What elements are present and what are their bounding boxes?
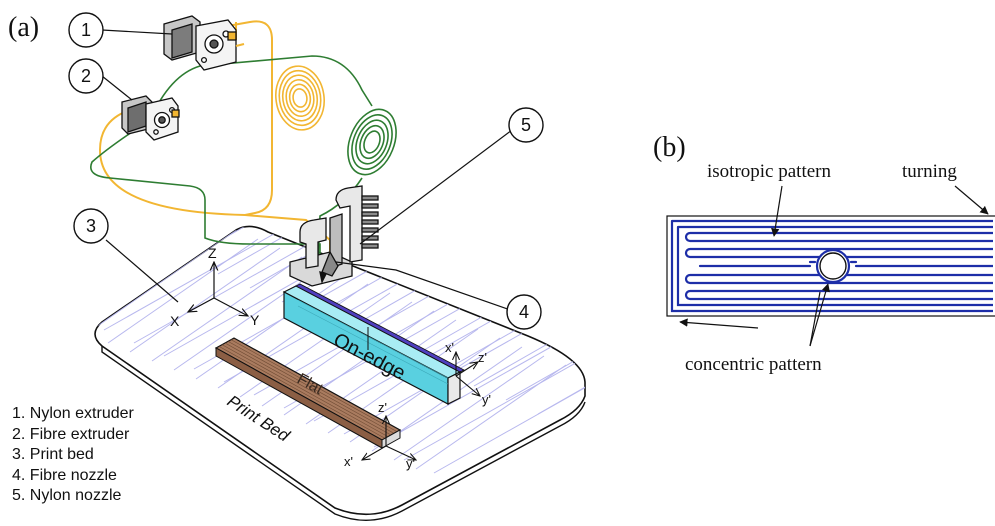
pattern-arrows [679, 185, 989, 347]
callout-leaders [101, 29, 517, 313]
legend: 1. Nylon extruder 2. Fibre extruder 3. P… [12, 404, 134, 507]
flat-axis-z: z' [378, 400, 387, 415]
flat-specimen: Flat [214, 337, 402, 449]
axis-y-main: Y [250, 312, 260, 328]
fibre-extruder [121, 95, 180, 141]
onedge-axis-y: y' [482, 392, 491, 407]
fibre-coil [347, 108, 397, 176]
panel-a-label: (a) [8, 12, 39, 43]
svg-text:4: 4 [519, 302, 529, 322]
svg-text:1: 1 [81, 20, 91, 40]
onedge-axes [456, 352, 480, 396]
flat-axis-x: x' [344, 454, 353, 469]
fibre-strip [666, 215, 995, 317]
svg-text:5: 5 [521, 115, 531, 135]
print-head [289, 185, 379, 287]
legend-item: 2. Fibre extruder [12, 425, 130, 443]
turning-label: turning [902, 161, 957, 182]
panel-b-label: (b) [653, 132, 686, 163]
svg-text:2: 2 [81, 66, 91, 86]
nylon-extruder [163, 15, 245, 71]
callout-3: 3 [73, 208, 109, 244]
isotropic-label: isotropic pattern [707, 161, 831, 182]
legend-item: 1. Nylon extruder [12, 405, 134, 422]
onedge-axis-z: z' [478, 350, 487, 365]
axis-x-main: X [170, 313, 180, 329]
flat-axes [362, 416, 416, 460]
legend-item: 5. Nylon nozzle [12, 487, 122, 504]
legend-item: 4. Fibre nozzle [12, 466, 117, 484]
legend-item: 3. Print bed [12, 446, 94, 463]
flat-axis-y: y' [406, 456, 415, 471]
nylon-coil [275, 65, 325, 131]
main-axes [188, 262, 248, 316]
concentric-label: concentric pattern [685, 354, 822, 375]
callout-4: 4 [506, 294, 542, 330]
axis-z-main: Z [208, 245, 217, 261]
svg-text:3: 3 [86, 216, 96, 236]
onedge-axis-x: x' [445, 340, 454, 355]
callout-2: 2 [68, 58, 104, 94]
callout-5: 5 [508, 107, 544, 143]
callout-1: 1 [68, 12, 104, 48]
